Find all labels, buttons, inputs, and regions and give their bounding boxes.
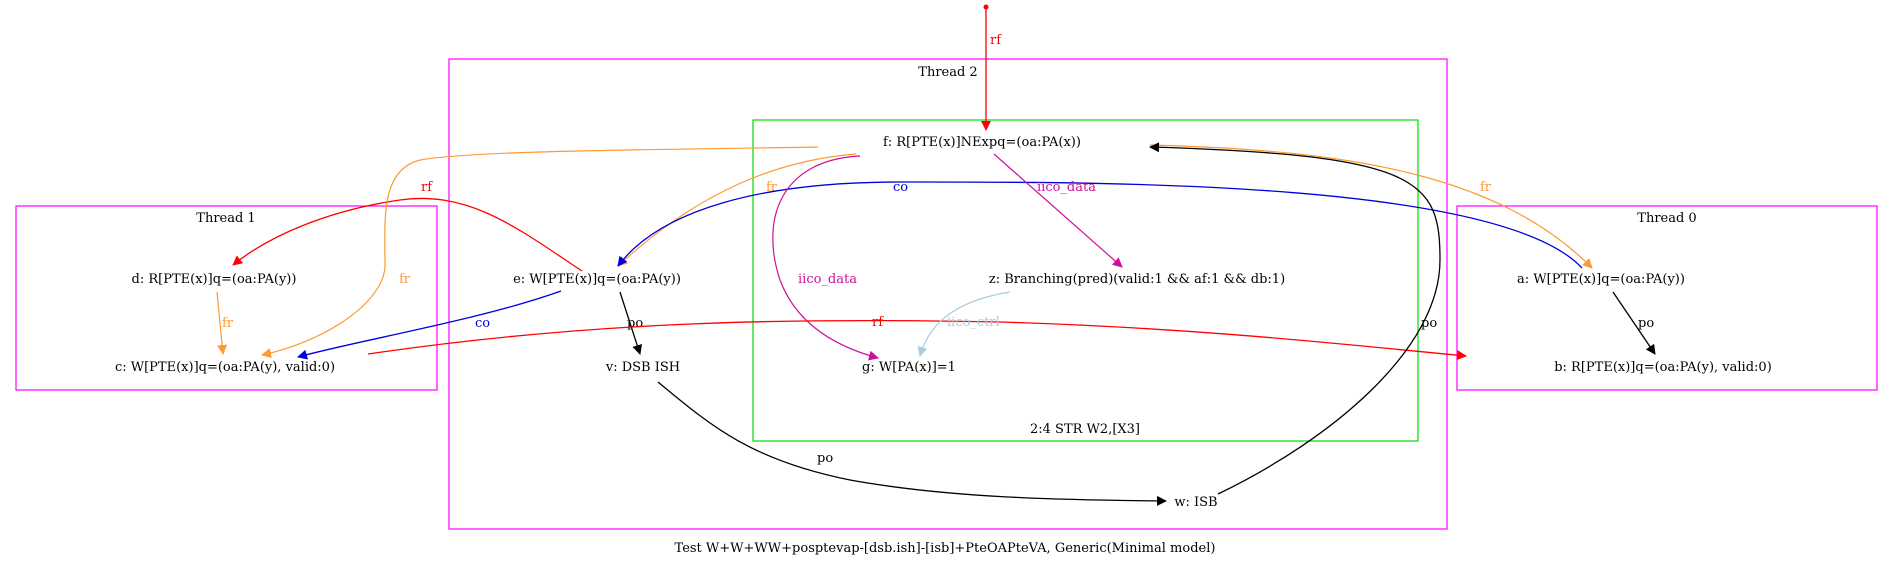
- diagram-caption: Test W+W+WW+posptevap-[dsb.ish]-[isb]+Pt…: [675, 541, 1216, 556]
- edge-po-a-b: po: [1612, 291, 1656, 355]
- edge-label-fr-f-a: fr: [1480, 180, 1492, 195]
- edge-label-iico-data-f-z: iico_data: [1037, 180, 1096, 195]
- edge-rf-e-d: rf: [232, 180, 583, 272]
- edge-co-e-c: co: [297, 290, 562, 360]
- edge-iico-data-f-z: iico_data: [993, 153, 1123, 268]
- edge-label-po-v-w: po: [817, 451, 833, 466]
- edge-label-rf-init-f: rf: [990, 33, 1002, 48]
- edge-label-iico-ctrl-z-g: iico_ctrl: [947, 315, 1000, 330]
- edge-fr-d-c: fr: [216, 291, 234, 355]
- edge-rf-c-b: rf: [367, 315, 1467, 361]
- edge-co-a-e: co: [617, 180, 1583, 269]
- edge-label-iico-data-f-g: iico_data: [798, 272, 857, 287]
- node-e: e: W[PTE(x)]q=(oa:PA(y)): [513, 272, 681, 287]
- edge-fr-f-e: fr: [617, 153, 857, 267]
- edge-label-co-a-e: co: [893, 180, 908, 195]
- cluster-thread-0: Thread 0: [1456, 205, 1878, 391]
- edge-po-e-v: po: [619, 291, 643, 355]
- node-f: f: R[PTE(x)]NExpq=(oa:PA(x)): [883, 135, 1081, 150]
- edge-label-co-e-c: co: [475, 316, 490, 331]
- edge-label-po-a-b: po: [1638, 316, 1654, 331]
- cluster-thread-2: Thread 2: [448, 58, 1448, 530]
- cluster-thread-1: Thread 1: [15, 205, 438, 391]
- edge-label-fr-d-c: fr: [222, 316, 234, 331]
- edge-fr-f-a: fr: [1149, 144, 1593, 269]
- edge-po-w-f: po: [1149, 142, 1441, 495]
- edge-label-po-w-f: po: [1421, 316, 1437, 331]
- node-v: v: DSB ISH: [605, 360, 680, 375]
- edge-label-rf-e-d: rf: [421, 180, 433, 195]
- node-g: g: W[PA(x)]=1: [862, 360, 956, 375]
- node-w: w: ISB: [1174, 495, 1217, 510]
- node-a: a: W[PTE(x)]q=(oa:PA(y)): [1517, 272, 1685, 287]
- edge-label-fr-f-c: fr: [399, 272, 411, 287]
- node-c: c: W[PTE(x)]q=(oa:PA(y), valid:0): [115, 360, 335, 375]
- node-b: b: R[PTE(x)]q=(oa:PA(y), valid:0): [1554, 360, 1772, 375]
- edge-label-rf-c-b: rf: [872, 315, 884, 330]
- cluster-thread-0-label: Thread 0: [1637, 211, 1696, 226]
- cluster-thread-1-label: Thread 1: [196, 211, 255, 226]
- edge-fr-f-c: fr: [261, 146, 819, 358]
- node-d: d: R[PTE(x)]q=(oa:PA(y)): [132, 272, 297, 287]
- edge-label-fr-f-e: fr: [766, 180, 778, 195]
- cluster-thread-2-label: Thread 2: [918, 65, 977, 80]
- cluster-str: 2:4 STR W2,[X3]: [752, 119, 1419, 442]
- edge-rf-init-f: rf: [981, 4, 1002, 131]
- edge-iico-ctrl-z-g: iico_ctrl: [917, 291, 1011, 357]
- node-z: z: Branching(pred)(valid:1 && af:1 && db…: [989, 272, 1285, 287]
- edge-label-po-e-v: po: [627, 316, 643, 331]
- edge-iico-data-f-g: iico_data: [772, 155, 879, 361]
- cluster-str-label: 2:4 STR W2,[X3]: [1030, 422, 1140, 437]
- edge-po-v-w: po: [657, 381, 1167, 506]
